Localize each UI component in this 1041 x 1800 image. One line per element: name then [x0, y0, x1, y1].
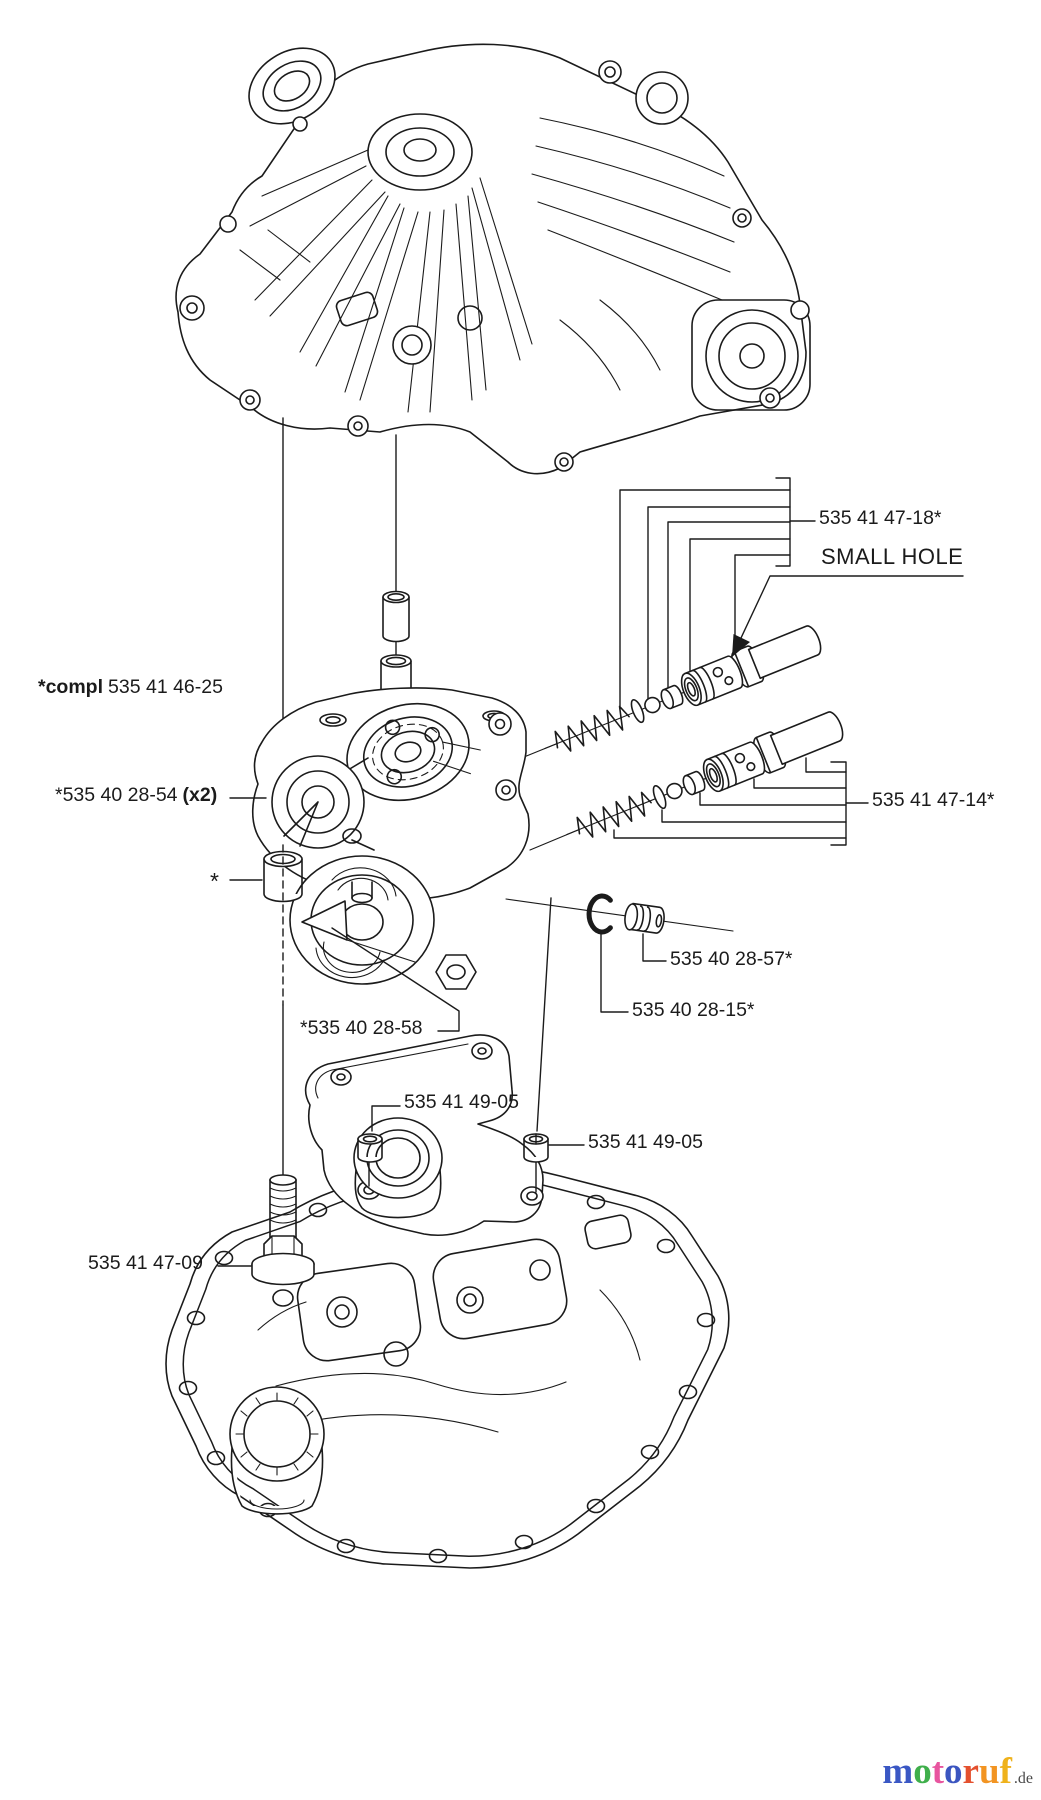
- hex-boss: [435, 954, 477, 990]
- label-compl-number: 535 41 46-25: [108, 676, 223, 698]
- logo-suffix: .de: [1013, 1770, 1033, 1787]
- label-dowel-pin: *535 40 28-54(x2): [55, 784, 217, 807]
- bushing-left: [357, 1133, 383, 1163]
- oring-plug-group: [505, 893, 734, 1013]
- bushings: [357, 897, 552, 1193]
- label-tick-lines: [217, 797, 585, 1267]
- plug-28-57: [624, 902, 665, 934]
- leader-valve-upper: [619, 477, 816, 707]
- small-hole-arrow: [732, 575, 964, 657]
- label-swashplate-part-number: *535 40 28-58: [300, 1017, 423, 1039]
- trunnion-bearing: [271, 755, 375, 851]
- logo-word: motoruf: [882, 1751, 1012, 1792]
- threaded-port: [229, 1386, 325, 1515]
- swashplate-disc: [289, 855, 435, 985]
- label-asterisk-ref: *: [210, 868, 219, 894]
- center-plate: [304, 1034, 544, 1237]
- bushing-right: [523, 1133, 549, 1163]
- label-valve-upper-part-number: 535 41 47-18*: [819, 507, 942, 529]
- leader-swashplate: [331, 927, 460, 1032]
- pan-bolt-holes: [178, 1172, 716, 1564]
- valve-axis-stubs: [523, 743, 579, 851]
- pump-assembly: [251, 590, 530, 990]
- label-bushing-left-part-number: 535 41 49-05: [404, 1091, 519, 1113]
- logo-motoruf[interactable]: motoruf.de: [882, 1750, 1033, 1793]
- label-dowel-qty: (x2): [182, 784, 218, 806]
- label-bolt-part-number: 535 41 47-09: [88, 1252, 203, 1274]
- label-bushing-right-part-number: 535 41 49-05: [588, 1131, 703, 1153]
- o-ring: [586, 893, 613, 935]
- label-compl-prefix: *compl: [38, 676, 104, 698]
- label-valve-lower-part-number: 535 41 47-14*: [872, 789, 995, 811]
- label-dowel-number: *535 40 28-54: [55, 784, 178, 806]
- leader-valve-lower: [613, 757, 869, 846]
- label-small-hole-note: SMALL HOLE: [821, 544, 964, 569]
- bolt-47-09: [251, 1174, 315, 1286]
- label-plug-part-number: 535 40 28-57*: [670, 948, 793, 970]
- label-oring-part-number: 535 40 28-15*: [632, 999, 755, 1021]
- valve-assembly-lower: [558, 705, 849, 853]
- upper-housing: [175, 43, 811, 475]
